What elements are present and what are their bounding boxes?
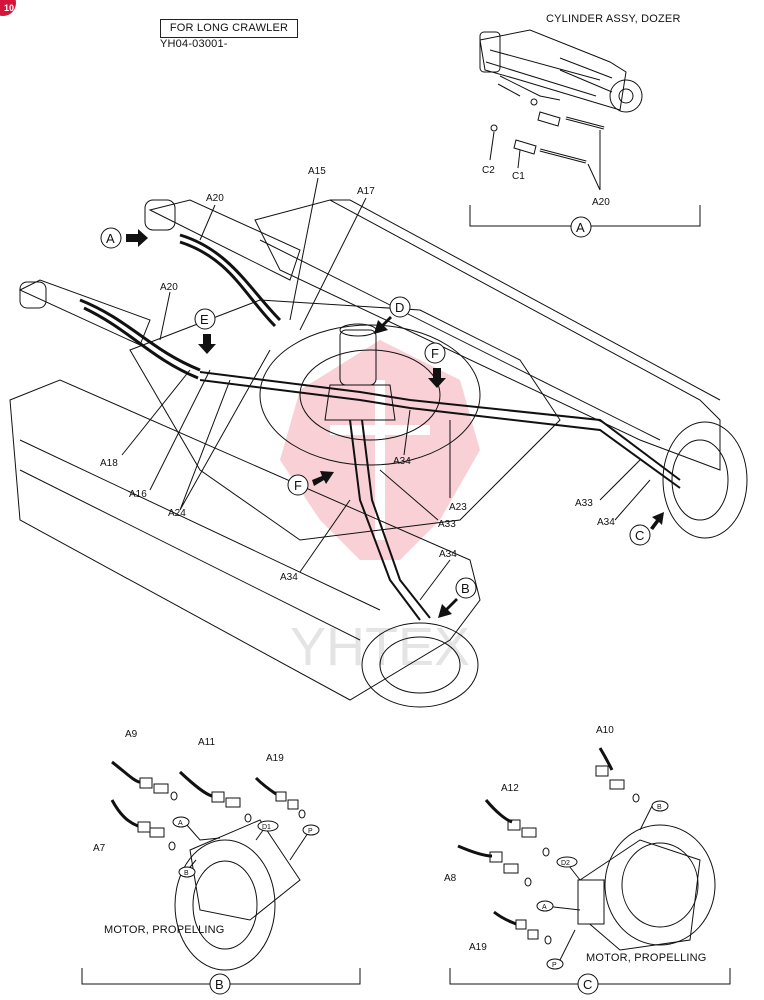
view-arrow-d: D <box>374 296 411 334</box>
view-arrow-e: E <box>194 308 216 354</box>
svg-text:A: A <box>106 231 115 246</box>
callout-a34-b: A34 <box>439 549 457 560</box>
callout-a15: A15 <box>308 166 326 177</box>
callout-a33-center: A33 <box>438 519 456 530</box>
port-tag-d2: D2 <box>556 856 578 868</box>
port-tag-a-c: A <box>536 900 554 912</box>
callout-a8: A8 <box>444 873 457 884</box>
svg-text:B: B <box>215 977 224 992</box>
main-view-drawing <box>9 177 748 708</box>
port-tag-d1: D1 <box>257 820 279 832</box>
svg-text:A: A <box>178 820 183 827</box>
svg-text:C: C <box>583 977 592 992</box>
callout-a34-right: A34 <box>597 517 615 528</box>
detail-a-title: CYLINDER ASSY, DOZER <box>546 13 681 25</box>
svg-text:E: E <box>200 312 209 327</box>
detail-b-drawing <box>81 760 361 985</box>
view-marker-a-detail: A <box>570 216 592 238</box>
detail-c-drawing <box>449 747 731 985</box>
callout-a19-b: A19 <box>266 753 284 764</box>
svg-text:P: P <box>308 828 313 835</box>
svg-text:D: D <box>395 300 404 315</box>
svg-text:C: C <box>635 528 644 543</box>
svg-text:A: A <box>576 220 585 235</box>
callout-a12: A12 <box>501 783 519 794</box>
callout-a7: A7 <box>93 843 106 854</box>
callout-a24: A24 <box>168 508 186 519</box>
detail-a-drawing <box>469 29 701 227</box>
callout-a19-c: A19 <box>469 942 487 953</box>
callout-a34-center: A34 <box>393 456 411 467</box>
svg-text:A: A <box>542 904 547 911</box>
port-tag-a-b: A <box>172 816 190 828</box>
view-marker-b-detail: B <box>209 973 231 995</box>
callout-a11: A11 <box>198 737 215 748</box>
callout-a16: A16 <box>129 489 147 500</box>
detail-c-title: MOTOR, PROPELLING <box>586 952 707 964</box>
callout-c1: C1 <box>512 171 525 182</box>
callout-a34-lower: A34 <box>280 572 298 583</box>
svg-text:D2: D2 <box>561 860 570 867</box>
variant-label: FOR LONG CRAWLER <box>160 19 298 38</box>
page-badge: 10 <box>0 0 16 16</box>
svg-text:B: B <box>184 870 189 877</box>
callout-a18: A18 <box>100 458 118 469</box>
callout-a33-right: A33 <box>575 498 593 509</box>
watermark-logo <box>280 340 480 560</box>
svg-text:D1: D1 <box>262 824 271 831</box>
port-tag-b-c: B <box>651 800 669 812</box>
callout-a23: A23 <box>449 502 467 513</box>
port-tag-p-b: P <box>302 824 320 836</box>
callout-a20-detail: A20 <box>592 197 610 208</box>
callout-c2: C2 <box>482 165 495 176</box>
callout-a10: A10 <box>596 725 614 736</box>
svg-text:B: B <box>657 804 662 811</box>
svg-text:B: B <box>461 581 470 596</box>
model-code: YH04-03001- <box>160 38 228 50</box>
port-tag-p-c: P <box>546 958 564 970</box>
svg-text:F: F <box>294 478 302 493</box>
view-arrow-b: B <box>438 577 477 618</box>
view-arrow-a: A <box>100 227 148 249</box>
callout-a20-lower: A20 <box>160 282 178 293</box>
svg-text:P: P <box>552 962 557 969</box>
detail-b-title: MOTOR, PROPELLING <box>104 924 225 936</box>
callout-a17: A17 <box>357 186 375 197</box>
view-arrow-f-top: F <box>424 342 446 388</box>
view-arrow-f-left: F <box>287 471 334 496</box>
view-marker-c-detail: C <box>577 973 599 995</box>
port-tag-b-b: B <box>178 866 196 878</box>
callout-a9: A9 <box>125 729 138 740</box>
svg-text:F: F <box>431 346 439 361</box>
view-arrow-c: C <box>629 512 664 546</box>
callout-a20-upper: A20 <box>206 193 224 204</box>
